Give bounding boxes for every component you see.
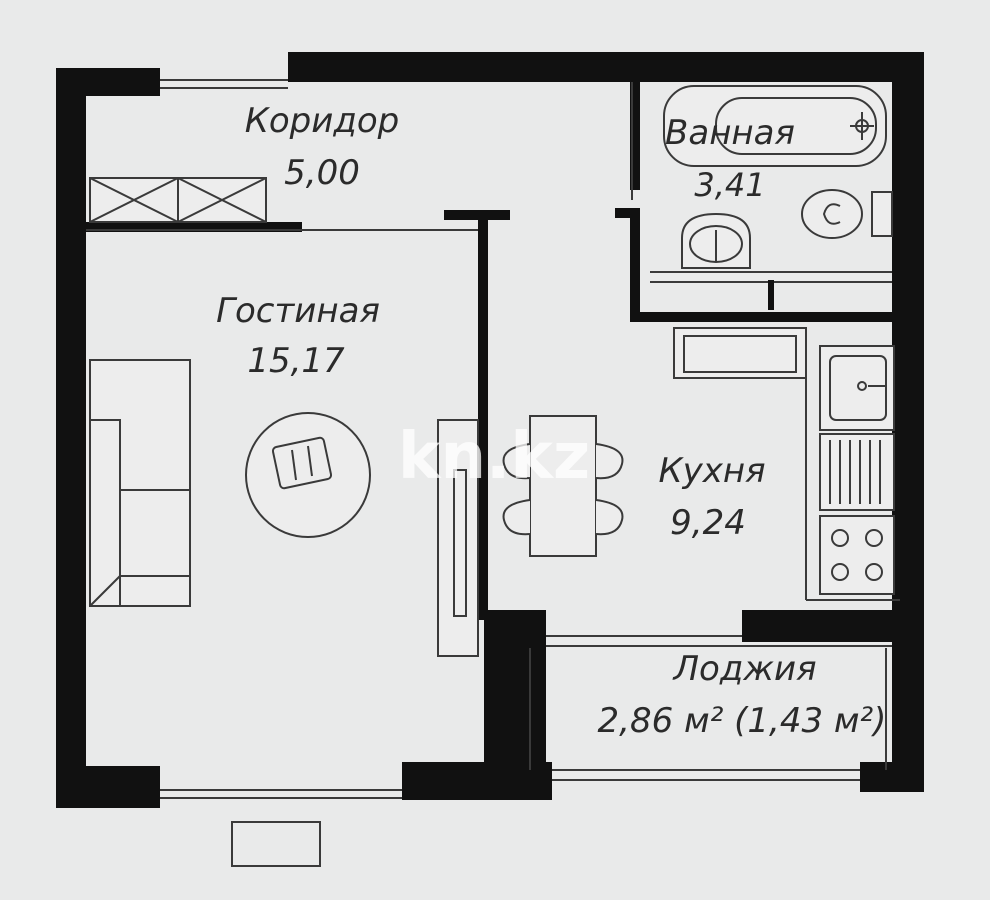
kitchen-cabinet-inner bbox=[683, 335, 797, 373]
bathroom-name: Ванная bbox=[665, 113, 795, 153]
wall-bath-upper bbox=[630, 82, 640, 190]
bathroom-area: 3,41 bbox=[694, 166, 765, 204]
stove bbox=[819, 515, 895, 595]
chair-icon bbox=[502, 499, 531, 536]
kitchen-fixtures bbox=[673, 327, 900, 601]
kitchen-area: 9,24 bbox=[670, 503, 746, 543]
chair-icon bbox=[502, 443, 531, 480]
wall-right bbox=[892, 52, 924, 792]
wall-bottom-left bbox=[56, 766, 160, 808]
living-area: 15,17 bbox=[247, 341, 345, 381]
bathtub-inner bbox=[715, 97, 877, 155]
room-labels: Коридор 5,00 Ванная 3,41 Гостиная 15,17 … bbox=[216, 101, 886, 741]
bathtub bbox=[663, 85, 887, 167]
burner-icon bbox=[865, 529, 883, 547]
dish-rack bbox=[819, 433, 895, 511]
sofa-corner bbox=[89, 575, 121, 607]
book-line bbox=[291, 449, 297, 481]
wall-loggia-top bbox=[742, 610, 922, 642]
chair-icon bbox=[595, 443, 624, 480]
wardrobe-cross bbox=[89, 177, 179, 223]
wall-left bbox=[56, 68, 86, 808]
loggia-name: Лоджия bbox=[671, 649, 816, 689]
living-furniture bbox=[89, 359, 371, 607]
sofa-armrest bbox=[89, 419, 121, 607]
corridor-name: Коридор bbox=[245, 101, 400, 141]
watermark: kn.kz bbox=[398, 420, 590, 494]
sofa bbox=[89, 359, 191, 607]
wardrobe bbox=[89, 177, 267, 223]
wall-partition bbox=[478, 210, 488, 620]
tv-screen bbox=[453, 469, 467, 617]
wall-corridor-living bbox=[86, 222, 302, 232]
wall-loggia-left bbox=[484, 610, 546, 800]
chair-icon bbox=[595, 499, 624, 536]
dining-set bbox=[502, 415, 624, 557]
toilet-seat bbox=[822, 203, 841, 225]
kitchen-sink-drain-icon bbox=[857, 381, 867, 391]
wardrobe-cross bbox=[177, 177, 267, 223]
living-name: Гостиная bbox=[216, 291, 380, 331]
toilet-tank bbox=[871, 191, 893, 237]
burner-icon bbox=[831, 529, 849, 547]
bathroom-fixtures bbox=[650, 85, 893, 310]
book-line bbox=[307, 445, 313, 477]
wall-bath-bottom bbox=[630, 312, 892, 322]
corridor-area: 5,00 bbox=[284, 153, 360, 193]
walls bbox=[56, 52, 924, 808]
dining-table bbox=[529, 415, 597, 557]
burner-icon bbox=[865, 563, 883, 581]
wall-bottom-right bbox=[860, 762, 924, 792]
wall-bath-door-stub bbox=[615, 208, 640, 218]
toilet bbox=[801, 189, 863, 239]
coffee-table-books-icon bbox=[271, 436, 333, 490]
kitchen-sink bbox=[819, 345, 895, 431]
kitchen-name: Кухня bbox=[658, 451, 765, 491]
bath-pipe bbox=[768, 280, 774, 310]
tv-stand bbox=[437, 419, 479, 657]
wall-partition-top bbox=[444, 210, 510, 220]
outside-step bbox=[231, 821, 321, 867]
loggia-area: 2,86 м² (1,43 м²) bbox=[598, 701, 887, 741]
kitchen-sink-bowl bbox=[829, 355, 887, 421]
burner-icon bbox=[831, 563, 849, 581]
wall-bath-lower bbox=[630, 210, 640, 322]
dish-rack-slats bbox=[829, 440, 881, 504]
wall-top bbox=[288, 52, 924, 82]
thin-lines bbox=[86, 79, 892, 867]
